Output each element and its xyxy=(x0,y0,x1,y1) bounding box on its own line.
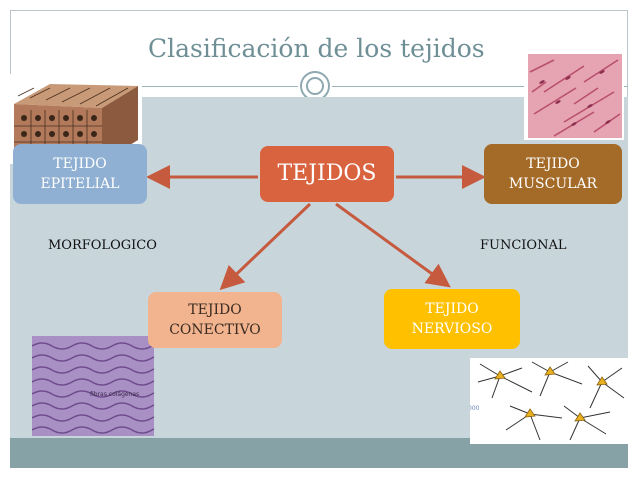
node-tejidos: TEJIDOS xyxy=(260,146,394,202)
node-tejido-nervioso: TEJIDO NERVIOSO xyxy=(384,289,520,349)
title-divider-left xyxy=(10,86,298,87)
neurons-image-caption: 000 xyxy=(470,405,480,412)
node-tejido-muscular-label: TEJIDO MUSCULAR xyxy=(508,156,598,192)
label-morfologico: MORFOLOGICO xyxy=(48,238,157,253)
neurons-image: 000 xyxy=(470,358,628,444)
node-tejido-epitelial: TEJIDO EPITELIAL xyxy=(13,144,147,204)
node-tejido-muscular: TEJIDO MUSCULAR xyxy=(484,144,622,204)
slide-title: Clasificación de los tejidos xyxy=(148,34,485,63)
arrow-to-conectivo xyxy=(219,202,312,291)
node-tejido-epitelial-label: TEJIDO EPITELIAL xyxy=(40,156,120,192)
node-tejido-conectivo-label: TEJIDO CONECTIVO xyxy=(169,302,261,338)
node-tejido-nervioso-label: TEJIDO NERVIOSO xyxy=(411,301,493,337)
node-tejidos-label: TEJIDOS xyxy=(277,161,377,186)
connective-image-caption: fibras colágenas xyxy=(90,391,139,398)
title-divider-right xyxy=(332,86,628,87)
label-funcional: FUNCIONAL xyxy=(480,238,567,253)
arrow-to-nervioso xyxy=(335,202,451,288)
node-tejido-conectivo: TEJIDO CONECTIVO xyxy=(148,292,282,348)
muscle-tissue-image xyxy=(524,52,624,140)
connective-tissue-image: fibras colágenas xyxy=(32,336,154,436)
